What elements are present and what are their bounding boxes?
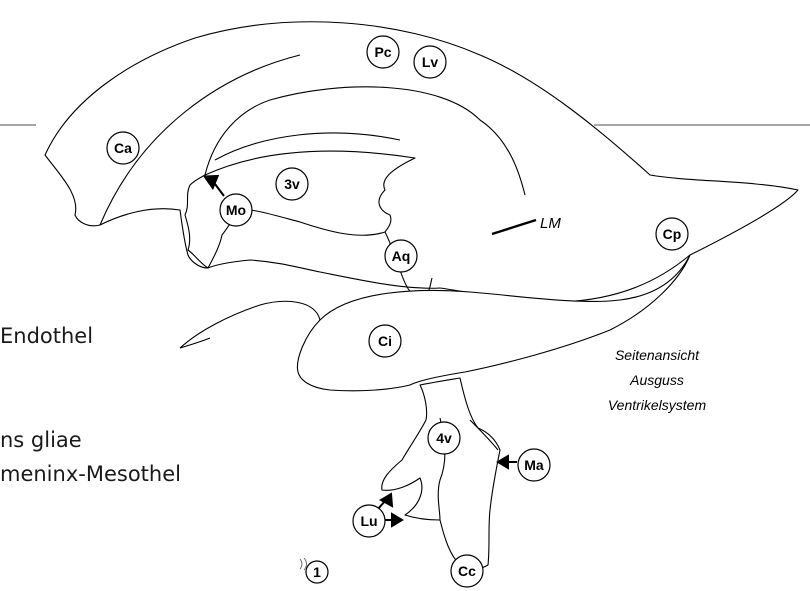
fourth-ventricle — [381, 377, 501, 570]
interthalamic-line — [214, 132, 401, 161]
label-cc-text: Cc — [458, 563, 476, 579]
caption-line-2: Ausguss — [629, 372, 684, 388]
arrow-mo-head — [202, 174, 220, 191]
label-lv-text: Lv — [422, 54, 439, 70]
inner-arch — [99, 54, 301, 226]
arrows — [202, 174, 517, 528]
marker-1: 1 — [299, 557, 329, 584]
label-lv: Lv — [413, 45, 447, 79]
label-mo-text: Mo — [226, 202, 246, 218]
arrow-lu-up-head — [378, 492, 394, 508]
label-3v: 3v — [275, 167, 309, 201]
inferior-horn-ridge-2 — [179, 337, 211, 349]
label-ma-text: Ma — [524, 457, 544, 473]
label-aq-text: Aq — [392, 248, 411, 264]
inner-arch-2 — [204, 86, 526, 196]
inferior-horn — [296, 254, 691, 392]
lm-line — [491, 218, 537, 236]
caption-line-3: Ventrikelsystem — [608, 397, 707, 413]
slide-text-gliae: ns gliae — [0, 428, 82, 452]
label-pc-text: Pc — [374, 44, 391, 60]
label-ci: Ci — [368, 324, 402, 358]
label-lm: LM — [540, 215, 561, 232]
label-ci-text: Ci — [378, 333, 392, 349]
fourth-ventricle-inner-2 — [469, 419, 499, 451]
label-mo: Mo — [219, 193, 253, 227]
label-ca: Ca — [106, 131, 140, 165]
label-lu-text: Lu — [360, 513, 377, 529]
inferior-horn-ridge — [179, 300, 321, 349]
label-cc: Cc — [450, 554, 484, 588]
label-ca-text: Ca — [114, 140, 132, 156]
caption-line-1: Seitenansicht — [615, 347, 700, 363]
label-cp-text: Cp — [663, 226, 682, 242]
label-ma: Ma — [517, 448, 551, 482]
label-4v-text: 4v — [436, 430, 452, 446]
caption: Seitenansicht Ausguss Ventrikelsystem — [608, 347, 707, 413]
label-4v: 4v — [427, 421, 461, 455]
label-pc: Pc — [366, 35, 400, 69]
label-lu: Lu — [352, 504, 386, 538]
marker-1-text: 1 — [313, 564, 321, 580]
arrow-ma-head — [496, 454, 509, 470]
label-cp: Cp — [655, 217, 689, 251]
arrow-lu-right-head — [391, 512, 404, 528]
labels: Pc Lv Ca 3v Mo Aq Cp Ci 4v Ma Lu Cc — [106, 35, 689, 588]
label-3v-text: 3v — [284, 176, 300, 192]
ventricle-cast — [44, 21, 799, 570]
slide-text-meninx: meninx-Mesothel — [0, 462, 181, 486]
lateral-ventricle — [44, 21, 799, 303]
third-ventricle — [184, 150, 416, 269]
label-aq: Aq — [384, 239, 418, 273]
slide-text-endothel: Endothel — [0, 324, 94, 348]
